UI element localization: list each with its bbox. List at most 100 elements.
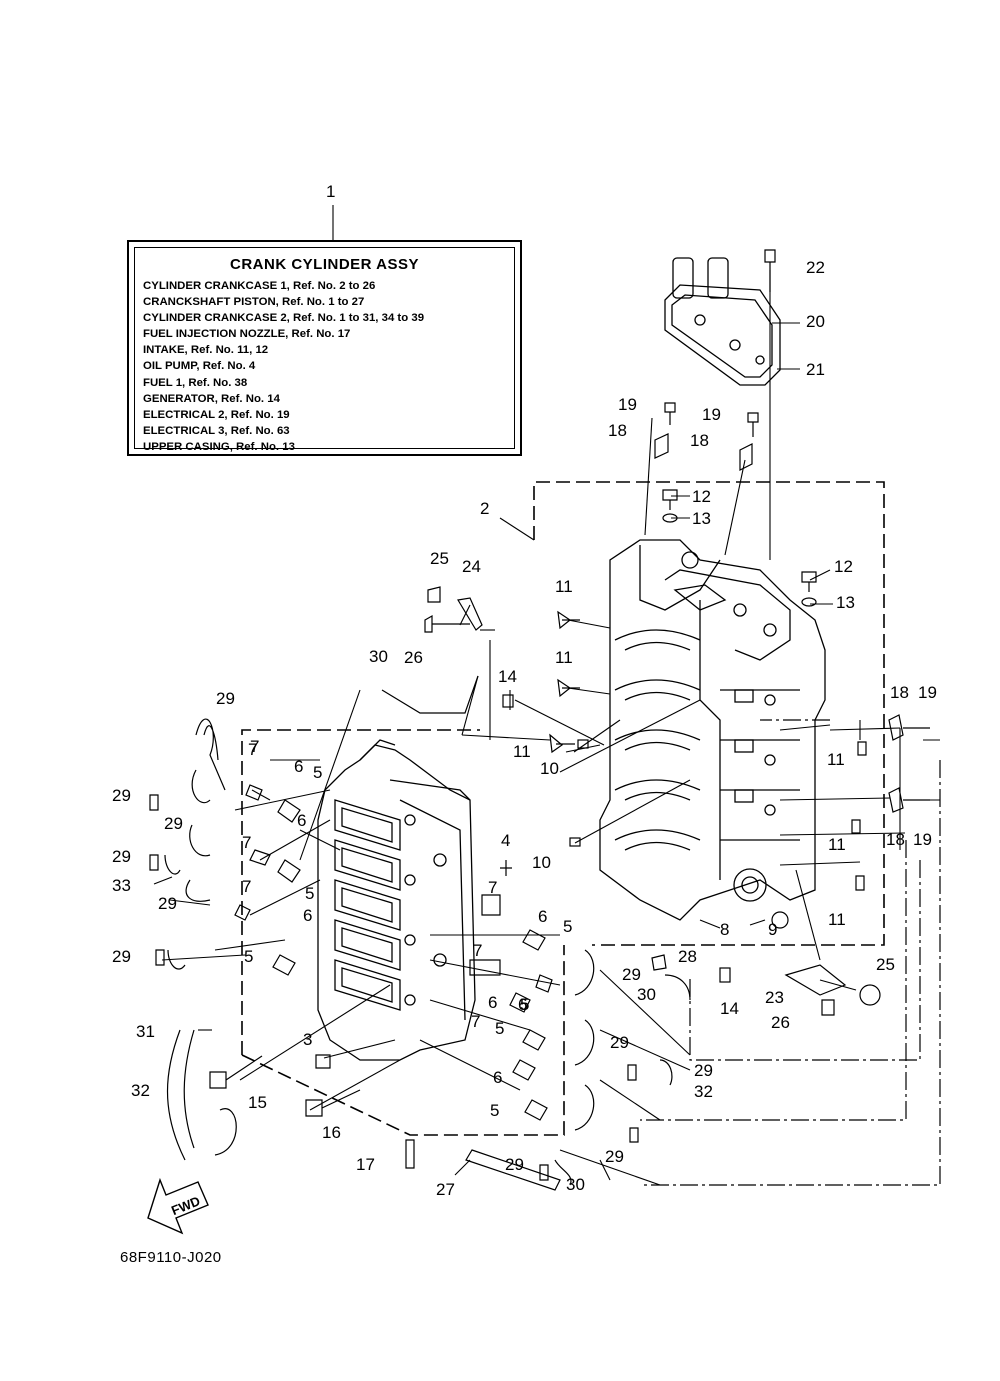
- callout: 6: [538, 907, 547, 926]
- callout: 6: [488, 993, 497, 1012]
- hose-routing: [640, 719, 941, 1186]
- callout: 14: [720, 999, 739, 1018]
- callout: 8: [720, 920, 729, 939]
- leader-lines: [153, 205, 940, 1186]
- callout: 19: [702, 405, 721, 424]
- reference-line: ELECTRICAL 2, Ref. No. 19: [143, 408, 290, 421]
- callout: 18: [890, 683, 909, 702]
- callout: 11: [827, 750, 845, 769]
- callout: 2: [480, 499, 489, 518]
- callout: 12: [834, 557, 853, 576]
- crankcase-block: [599, 539, 826, 921]
- callout: 29: [622, 965, 641, 984]
- callout: 20: [806, 312, 825, 331]
- callout: 7: [248, 740, 257, 759]
- callout: 25: [876, 955, 895, 974]
- small-parts: [149, 249, 930, 1191]
- callout: 26: [404, 648, 423, 667]
- callout: 16: [322, 1123, 341, 1142]
- callout: 18: [690, 431, 709, 450]
- callout: 1: [326, 182, 335, 201]
- reference-line: FUEL 1, Ref. No. 38: [143, 376, 248, 389]
- callout: 11: [555, 648, 573, 667]
- callout: 21: [806, 360, 825, 379]
- callout: 26: [771, 1013, 790, 1032]
- callout: 4: [501, 831, 510, 850]
- callout: 6: [303, 906, 312, 925]
- callout: 7: [473, 941, 482, 960]
- reference-line: ELECTRICAL 3, Ref. No. 63: [143, 424, 290, 437]
- callout: 19: [618, 395, 637, 414]
- callout: 32: [131, 1081, 150, 1100]
- callout: 33: [112, 876, 131, 895]
- hoses: [164, 675, 691, 1186]
- callout: 29: [112, 847, 131, 866]
- callout: 29: [694, 1061, 713, 1080]
- reference-list: CYLINDER CRANKCASE 1, Ref. No. 2 to 26 C…: [143, 278, 424, 455]
- callout: 14: [498, 667, 517, 686]
- reference-box: CRANK CYLINDER ASSY CYLINDER CRANKCASE 1…: [127, 240, 522, 456]
- callout: 29: [610, 1033, 629, 1052]
- callout: 13: [836, 593, 855, 612]
- callout: 29: [216, 689, 235, 708]
- callout: 6: [518, 995, 527, 1014]
- callout: 5: [244, 947, 253, 966]
- callout: 23: [765, 988, 784, 1007]
- callout: 29: [112, 786, 131, 805]
- callout: 7: [242, 877, 251, 896]
- reference-title: CRANK CYLINDER ASSY: [230, 256, 419, 273]
- fwd-arrow: FWD: [147, 1177, 209, 1235]
- reference-line: CYLINDER CRANKCASE 1, Ref. No. 2 to 26: [143, 280, 376, 292]
- callout: 27: [436, 1180, 455, 1199]
- callout: 7: [242, 833, 251, 852]
- callout: 30: [369, 647, 388, 666]
- callout: 29: [112, 947, 131, 966]
- callout: 12: [692, 487, 711, 506]
- callout: 11: [828, 910, 846, 929]
- callout: 19: [918, 683, 937, 702]
- callout: 15: [248, 1093, 267, 1112]
- callout: 29: [505, 1155, 524, 1174]
- callout: 10: [532, 853, 551, 872]
- callout: 29: [605, 1147, 624, 1166]
- callout: 7: [250, 737, 259, 756]
- callout: 11: [513, 742, 531, 761]
- callout: 32: [694, 1082, 713, 1101]
- callout: 6: [493, 1068, 502, 1087]
- callout: 11: [555, 577, 573, 596]
- callout: 7: [471, 1012, 480, 1031]
- reference-line: INTAKE, Ref. No. 11, 12: [143, 344, 269, 357]
- callout: 5: [563, 917, 572, 936]
- callout: 17: [356, 1155, 375, 1174]
- reference-line: CYLINDER CRANKCASE 2, Ref. No. 1 to 31, …: [143, 312, 425, 325]
- reference-line: GENERATOR, Ref. No. 14: [143, 392, 280, 405]
- callout: 6: [294, 757, 303, 776]
- reference-line: OIL PUMP, Ref. No. 4: [143, 360, 256, 373]
- callout: 30: [637, 985, 656, 1004]
- reference-line: CRANCKSHAFT PISTON, Ref. No. 1 to 27: [143, 296, 365, 309]
- callout: 11: [828, 835, 846, 854]
- part-callouts: 1 2 3 4 5 5 5 5 5 5 5 6 6 6 6 6 6 6 7 7 …: [112, 182, 937, 1199]
- callout: 5: [495, 1019, 504, 1038]
- callout: 19: [913, 830, 932, 849]
- callout: 30: [566, 1175, 585, 1194]
- callout: 25: [430, 549, 449, 568]
- callout: 13: [692, 509, 711, 528]
- callout: 29: [158, 894, 177, 913]
- callout: 6: [297, 811, 306, 830]
- callout: 9: [768, 920, 777, 939]
- cylinder-block: [317, 739, 476, 1061]
- reference-line: UPPER CASING, Ref. No. 13: [143, 440, 295, 453]
- callout: 7: [488, 878, 497, 897]
- callout: 18: [608, 421, 627, 440]
- callout: 5: [313, 763, 322, 782]
- callout: 5: [520, 995, 529, 1014]
- callout: 29: [164, 814, 183, 833]
- callout: 5: [305, 884, 314, 903]
- callout: 3: [303, 1030, 312, 1049]
- callout: 31: [136, 1022, 155, 1041]
- callout: 5: [490, 1101, 499, 1120]
- diagram-code: 68F9110-J020: [120, 1249, 222, 1266]
- callout: 10: [540, 759, 559, 778]
